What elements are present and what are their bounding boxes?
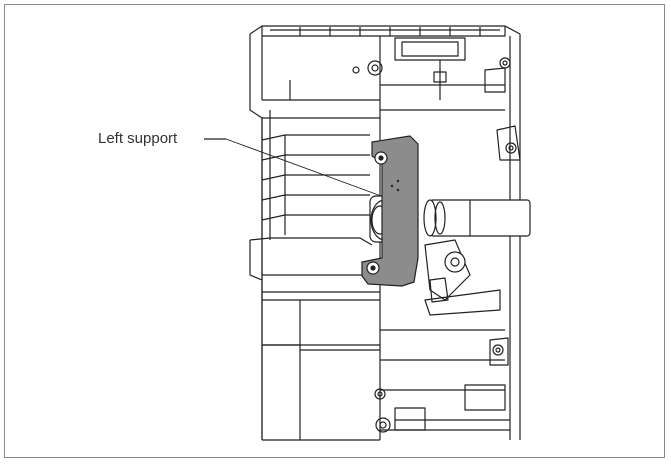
lower-section (249, 237, 510, 431)
shaft (423, 199, 531, 237)
lever (424, 239, 501, 316)
left-support-bracket (361, 135, 419, 287)
side-ribs (261, 118, 370, 440)
right-features (433, 57, 521, 366)
top-cover (249, 25, 521, 61)
figure-border (4, 4, 665, 458)
callout-label-left-support: Left support (98, 130, 178, 147)
callout-leader-line (204, 138, 393, 201)
top-left-screw (352, 60, 383, 76)
bottom-pins (374, 388, 391, 433)
